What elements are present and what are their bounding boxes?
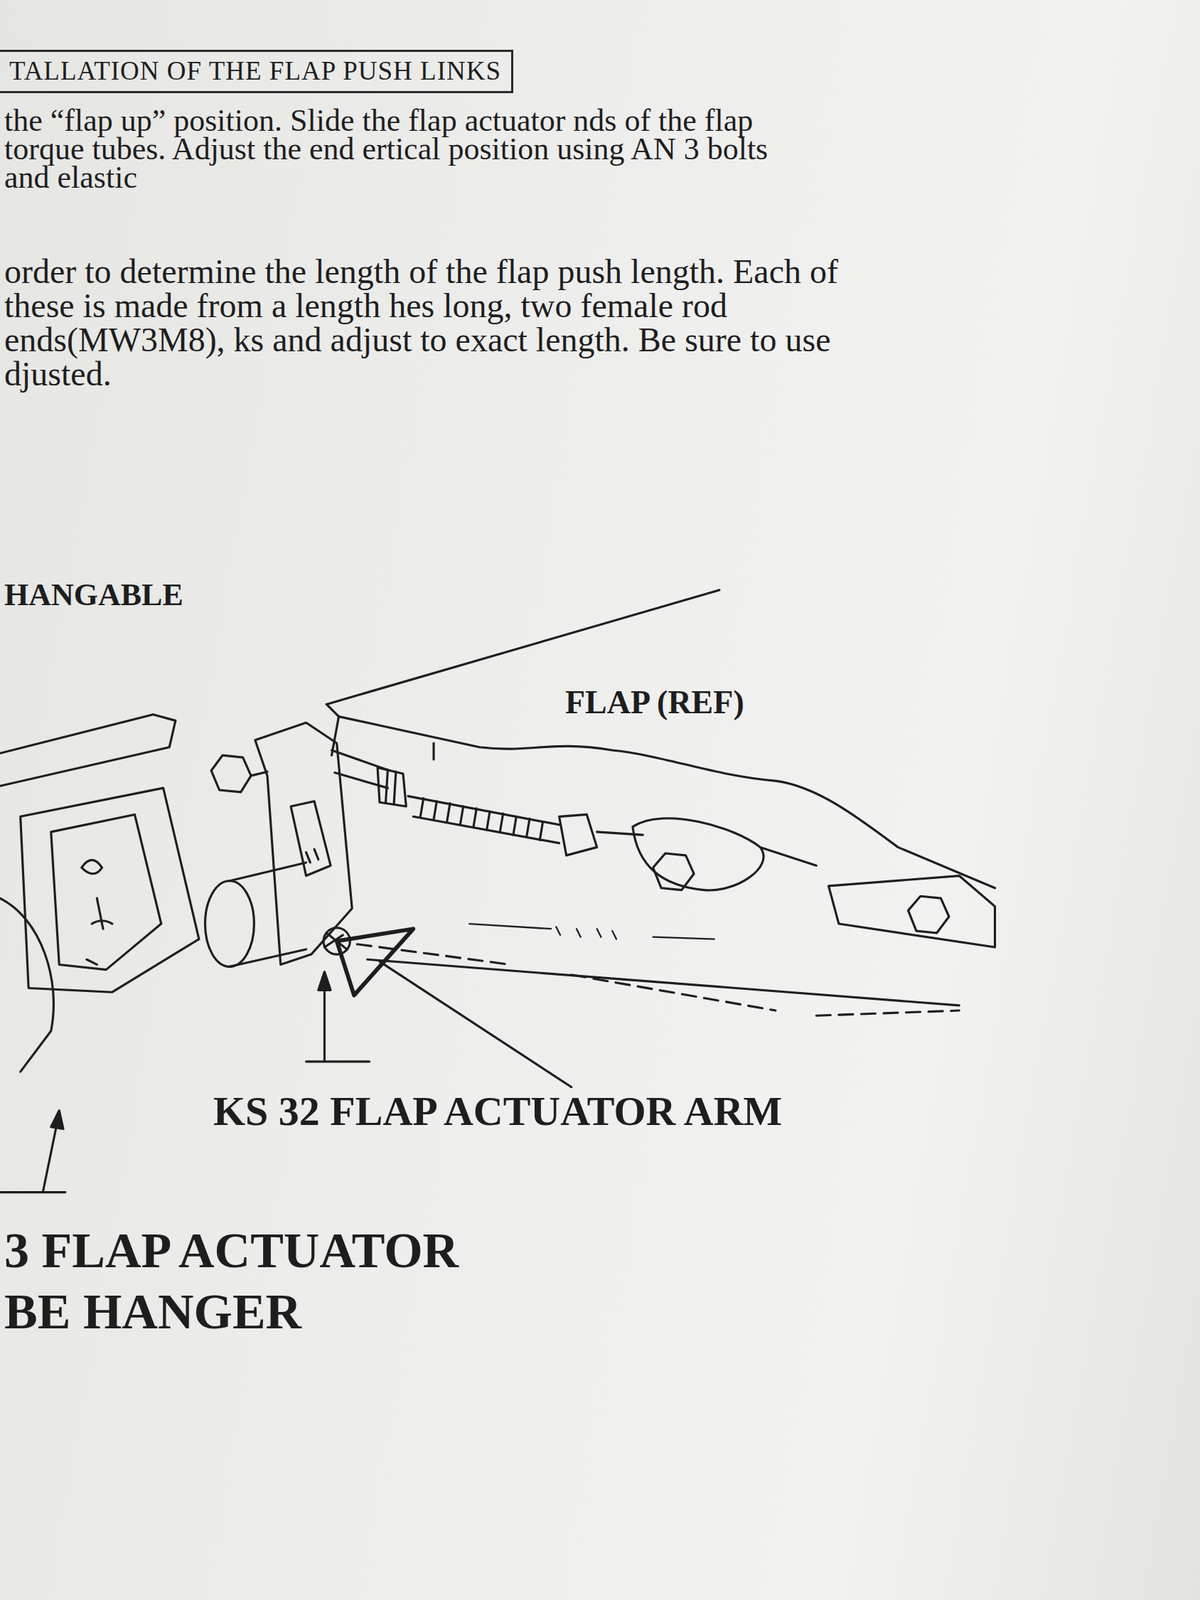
heading-box: TALLATION OF THE FLAP PUSH LINKS <box>0 49 514 94</box>
part-label: KS 32 FLAP ACTUATOR ARM <box>213 1087 782 1135</box>
part-label: 3 FLAP ACTUATOR BE HANGER <box>4 1219 517 1343</box>
instruction-paragraph: the “flap up” position. Slide the flap a… <box>4 106 801 192</box>
part-label: FLAP (REF) <box>565 683 745 721</box>
part-label: HANGABLE <box>4 577 184 613</box>
instruction-paragraph: order to determine the length of the fla… <box>4 254 886 391</box>
heading-text: TALLATION OF THE FLAP PUSH LINKS <box>9 56 502 87</box>
